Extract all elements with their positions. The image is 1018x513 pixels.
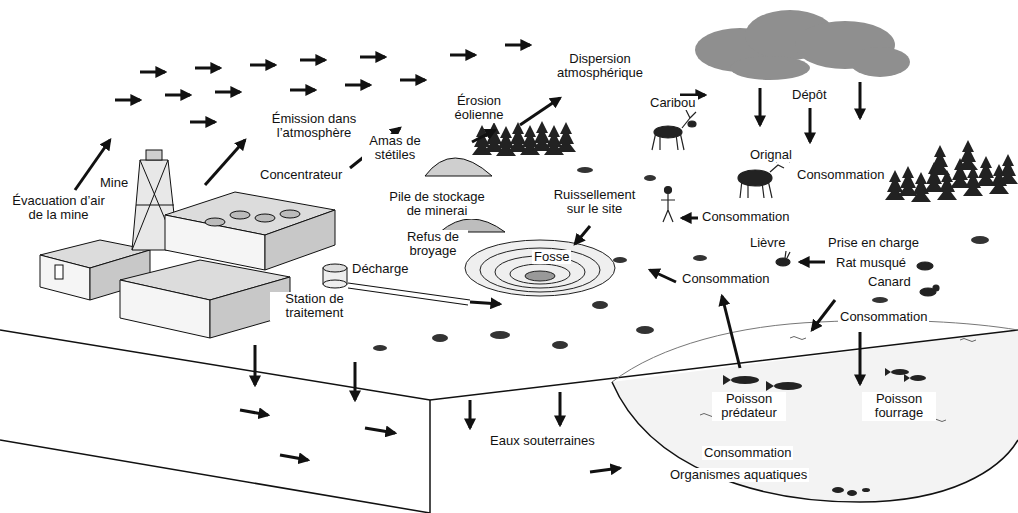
callout-label: Organismes aquatiques — [668, 468, 809, 482]
callout-label: Évacuation d’air de la mine — [4, 194, 113, 223]
callout-label: Fosse — [532, 250, 571, 264]
callout-label: Consommation — [700, 210, 791, 224]
callout-label: Dispersion atmosphérique — [548, 52, 652, 81]
animals — [652, 110, 939, 296]
callout-label: Caribou — [648, 96, 698, 110]
water-waves — [700, 337, 976, 422]
callout-label: Station de traitement — [270, 292, 359, 321]
callout-label: Prise en charge — [826, 236, 921, 250]
callout-label: Orignal — [748, 148, 794, 162]
callout-label: Eaux souterraines — [488, 434, 597, 448]
callout-label: Amas de stétiles — [362, 134, 428, 163]
callout-label: Consommation — [702, 446, 793, 460]
callout-label: Concentrateur — [258, 168, 344, 182]
flow-arrows — [75, 45, 860, 472]
treatment-tank — [323, 264, 347, 288]
open-pit — [465, 240, 615, 296]
callout-label: Ruissellement sur le site — [545, 188, 644, 217]
callout-label: Poisson fourrage — [862, 392, 936, 421]
callout-label: Poisson prédateur — [712, 392, 786, 421]
callout-label: Pile de stockage de minerai — [380, 190, 494, 219]
callout-label: Érosion éolienne — [442, 94, 516, 123]
callout-label: Canard — [866, 275, 913, 289]
callout-label: Refus de broyage — [398, 230, 468, 259]
callout-label: Émission dans l’atmosphère — [262, 112, 366, 141]
cloud — [695, 10, 910, 80]
callout-label: Lièvre — [748, 236, 787, 250]
callout-label: Consommation — [838, 310, 929, 324]
callout-label: Consommation — [680, 272, 771, 286]
callout-label: Décharge — [350, 262, 410, 276]
shrubs — [373, 167, 989, 351]
callout-label: Rat musqué — [834, 256, 908, 270]
callout-label: Consommation — [795, 168, 886, 182]
discharge-pipe — [348, 283, 470, 305]
callout-label: Mine — [98, 176, 130, 190]
callout-label: Dépôt — [790, 88, 829, 102]
ground-block — [0, 320, 1018, 513]
